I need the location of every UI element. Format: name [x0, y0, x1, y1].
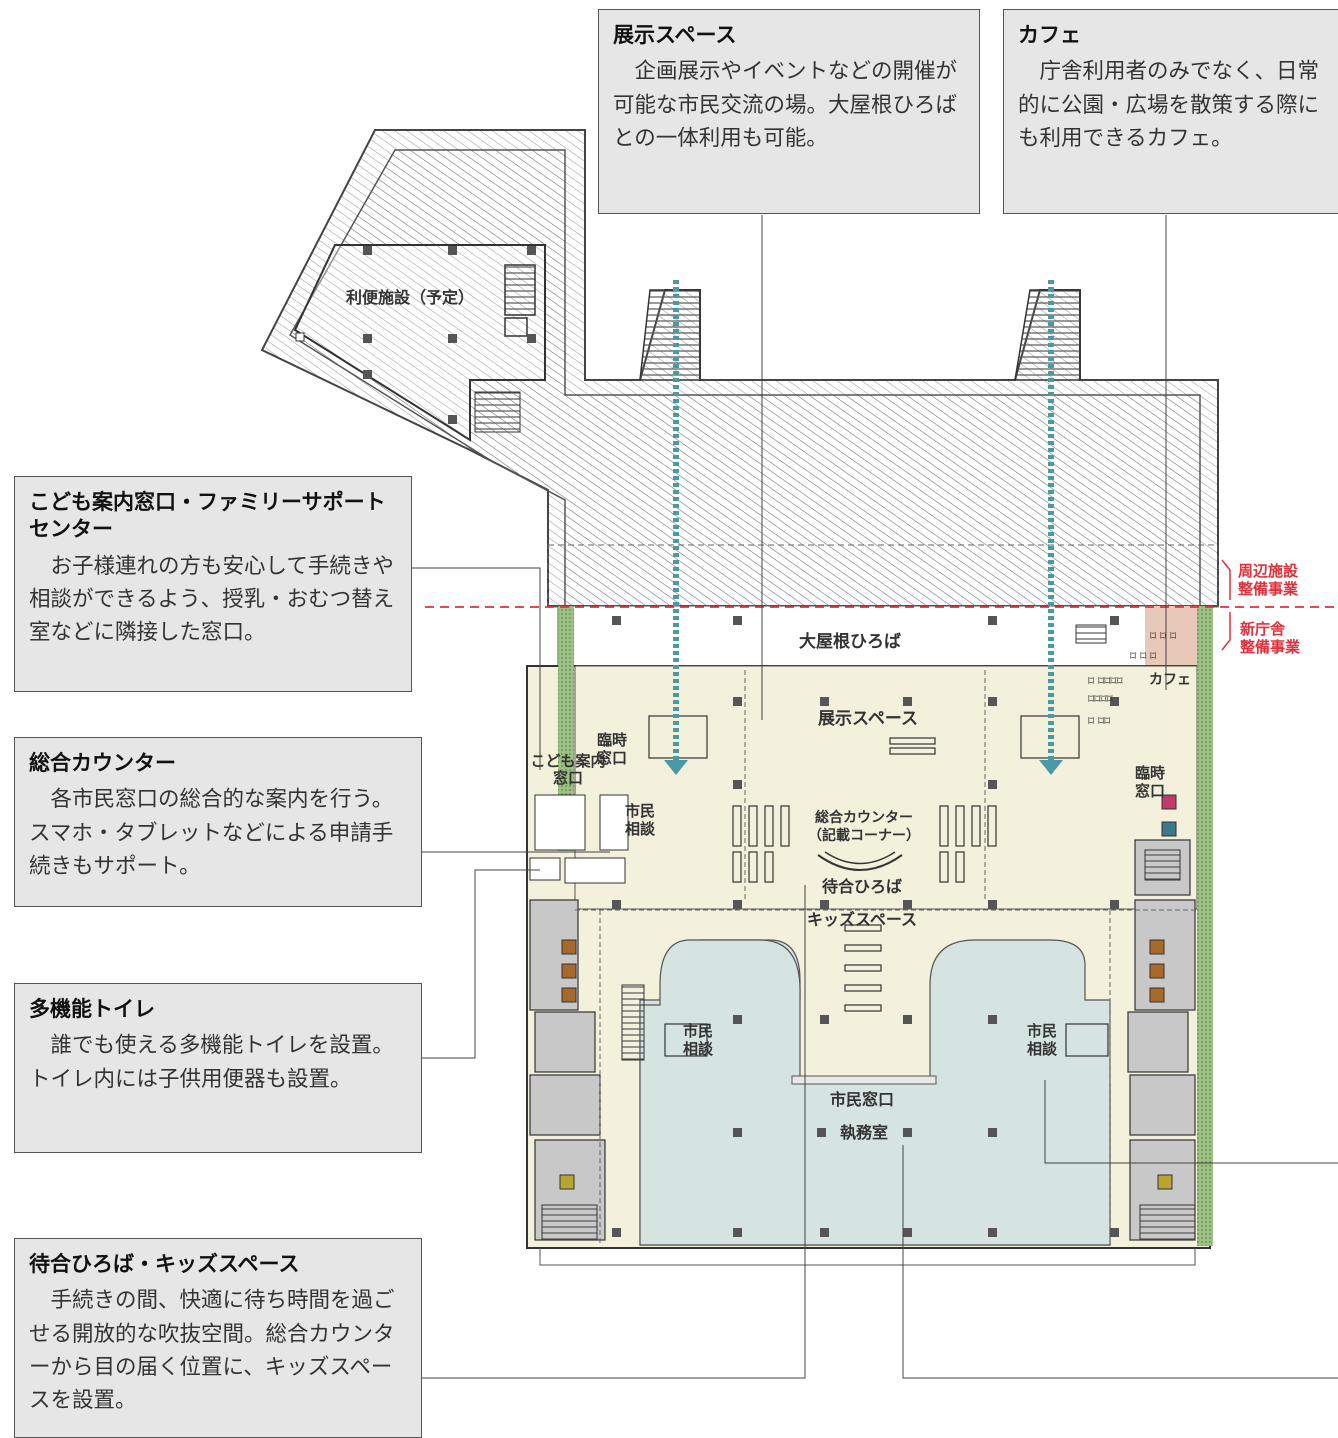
callout-toilet: 多機能トイレ 誰でも使える多機能トイレを設置。トイレ内には子供用便器も設置。 [14, 983, 422, 1153]
exhibit-plan-label: 展示スペース [818, 709, 918, 729]
leader-lines [412, 215, 1338, 1379]
plaza-strip: 大屋根ひろば [557, 605, 1211, 667]
callout-kodomo: こども案内窓口・ファミリーサポートセンター お子様連れの方も安心して手続きや相談… [14, 476, 412, 692]
cafe-plan-label: カフェ [1149, 672, 1191, 688]
boundary-lower-2: 整備事業 [1240, 638, 1301, 656]
convenience-label: 利便施設（予定） [346, 288, 474, 307]
flow-arrows [664, 280, 1063, 775]
citizen-window-label: 市民窓口 [830, 1090, 894, 1109]
callout-toilet-title: 多機能トイレ [29, 997, 155, 1021]
counter-plan-2: （記載コーナー） [808, 827, 920, 844]
callout-kodomo-title: こども案内窓口・ファミリーサポートセンター [29, 490, 386, 542]
consult-mid-1: 市民 [683, 1022, 713, 1040]
callout-waiting: 待合ひろば・キッズスペース 手続きの間、快適に待ち時間を過ごせる開放的な吹抜空間… [14, 1238, 422, 1438]
consult-mid-2: 相談 [683, 1040, 714, 1058]
cafe-seating: ⌑ ⌑ ⌑ ⌑ ⌑ ⌑ ⌑ ⌑⌑⌑⌑ ⌑⌑⌑⌑ ⌑ ⌑⌑ [1088, 629, 1177, 728]
svg-text:⌑ ⌑ ⌑: ⌑ ⌑ ⌑ [1150, 629, 1177, 643]
svg-text:⌑ ⌑⌑: ⌑ ⌑⌑ [1088, 714, 1111, 728]
callout-toilet-body: 誰でも使える多機能トイレを設置。トイレ内には子供用便器も設置。 [29, 1033, 394, 1092]
callout-counter-title: 総合カウンター [29, 751, 176, 775]
callout-counter-body: 各市民窓口の総合的な案内を行う。スマホ・タブレットなどによる申請手続きもサポート… [29, 787, 394, 879]
convenience-facility: 利便施設（予定） [293, 244, 546, 442]
callout-exhibit-body: 企画展示やイベントなどの開催が可能な市民交流の場。大屋根ひろばとの一体利用も可能… [613, 59, 958, 151]
columns [612, 616, 1119, 1237]
callout-kodomo-body: お子様連れの方も安心して手続きや相談ができるよう、授乳・おむつ替え室などに隣接し… [29, 553, 395, 646]
temp-window-left-1: 臨時 [597, 731, 627, 749]
callout-cafe-body: 庁舎利用者のみでなく、日常的に公園・広場を散策する際にも利用できるカフェ。 [1018, 59, 1320, 151]
callout-cafe-title: カフェ [1018, 23, 1081, 47]
callout-cafe: カフェ 庁舎利用者のみでなく、日常的に公園・広場を散策する際にも利用できるカフェ… [1003, 9, 1338, 214]
consult-right-2: 相談 [1027, 1040, 1058, 1058]
project-boundary: 周辺施設 整備事業 新庁舎 整備事業 [425, 559, 1338, 656]
waiting-plan-label: 待合ひろば [822, 877, 902, 896]
svg-text:⌑ ⌑⌑⌑⌑: ⌑ ⌑⌑⌑⌑ [1088, 674, 1123, 688]
boundary-lower-1: 新庁舎 [1240, 620, 1286, 638]
callout-waiting-title: 待合ひろば・キッズスペース [29, 1252, 300, 1276]
svg-text:⌑⌑⌑⌑: ⌑⌑⌑⌑ [1088, 692, 1113, 706]
callout-exhibit-title: 展示スペース [613, 23, 737, 47]
kodomo-window-1: こども案内 [530, 752, 605, 770]
consult-right-1: 市民 [1027, 1022, 1057, 1040]
boundary-upper-1: 周辺施設 [1238, 562, 1299, 580]
kodomo-window-2: 窓口 [553, 769, 583, 787]
consult-left-1: 市民 [625, 802, 655, 820]
kids-plan-label: キッズスペース [807, 910, 917, 929]
temp-window-right-2: 窓口 [1135, 782, 1165, 800]
building: ⌑ ⌑ ⌑ ⌑ ⌑ ⌑ ⌑ ⌑⌑⌑⌑ ⌑⌑⌑⌑ ⌑ ⌑⌑ [526, 606, 1213, 1249]
counter-plan-1: 総合カウンター [815, 809, 913, 826]
boundary-upper-2: 整備事業 [1238, 580, 1299, 598]
plan-labels: 展示スペース カフェ 臨時 窓口 こども案内 窓口 市民 相談 総合カウンター … [530, 672, 1191, 1142]
base-outline [539, 1248, 1196, 1266]
consult-left-2: 相談 [625, 820, 656, 838]
plaza-label: 大屋根ひろば [799, 631, 901, 652]
svg-text:⌑ ⌑ ⌑: ⌑ ⌑ ⌑ [1130, 649, 1157, 663]
canopy-outline [547, 544, 1219, 608]
temp-window-right-1: 臨時 [1135, 764, 1165, 782]
temp-window-left-2: 窓口 [597, 749, 627, 767]
stair-shafts [639, 289, 1081, 381]
callout-exhibit: 展示スペース 企画展示やイベントなどの開催が可能な市民交流の場。大屋根ひろばとの… [598, 9, 980, 214]
callout-counter: 総合カウンター 各市民窓口の総合的な案内を行う。スマホ・タブレットなどによる申請… [14, 737, 422, 907]
callout-waiting-body: 手続きの間、快適に待ち時間を過ごせる開放的な吹抜空間。総合カウンターから目の届く… [29, 1288, 395, 1414]
office-label: 執務室 [840, 1123, 888, 1142]
